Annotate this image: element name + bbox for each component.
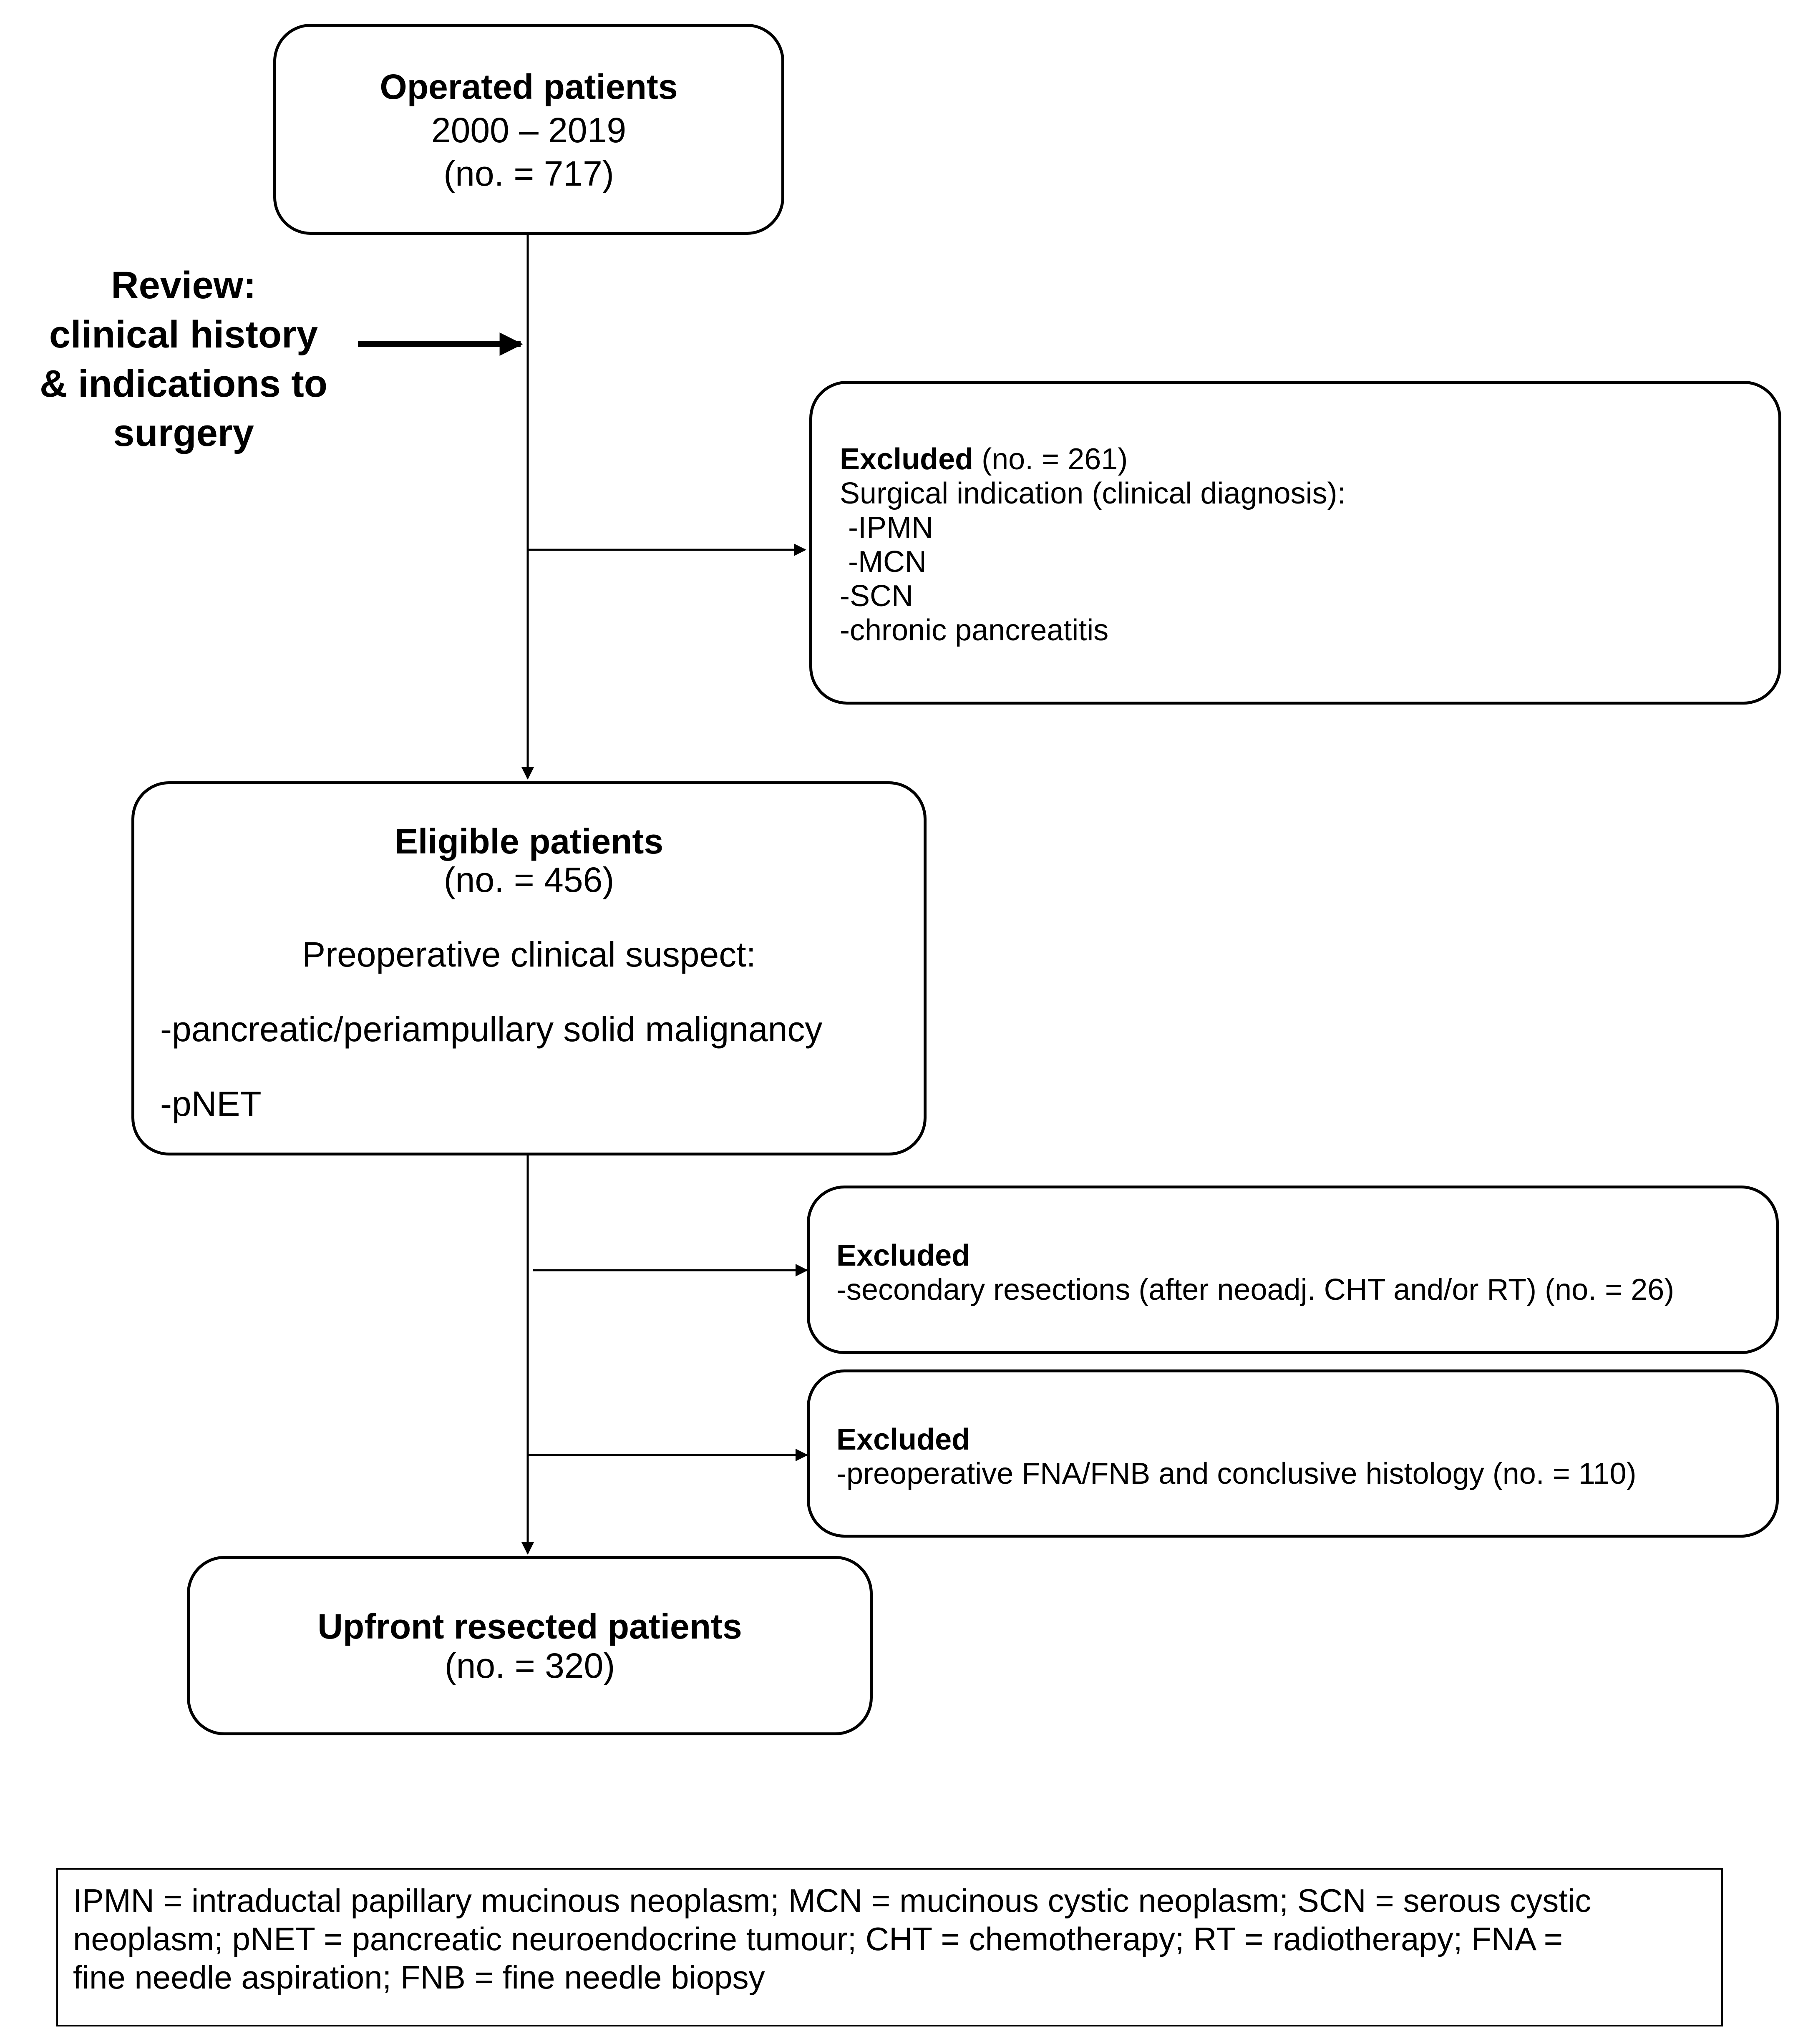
review-label: Review: clinical history & indications t… — [13, 261, 355, 458]
excluded-3-title: Excluded — [836, 1423, 970, 1456]
excluded-2-text: -secondary resections (after neoadj. CHT… — [836, 1273, 1675, 1306]
eligible-box-subtitle: Preoperative clinical suspect: — [302, 935, 756, 974]
excluded-2-title: Excluded — [836, 1239, 970, 1272]
excluded-box-2: Excluded -secondary resections (after ne… — [807, 1186, 1779, 1354]
start-box: Operated patients 2000 – 2019 (no. = 717… — [273, 24, 784, 235]
eligible-box-count: (no. = 456) — [443, 860, 614, 899]
excluded-box-1: Excluded (no. = 261) Surgical indication… — [809, 381, 1781, 705]
legend-line-2: neoplasm; pNET = pancreatic neuroendocri… — [73, 1921, 1563, 1957]
excluded-1-item: -IPMN — [840, 511, 933, 544]
start-box-count: (no. = 717) — [443, 154, 614, 193]
final-box-count: (no. = 320) — [444, 1646, 615, 1685]
review-label-line-4: surgery — [113, 412, 254, 454]
excluded-1-subtitle: Surgical indication (clinical diagnosis)… — [840, 477, 1346, 510]
excluded-1-count: (no. = 261) — [973, 443, 1128, 476]
excluded-1-title: Excluded — [840, 443, 974, 476]
start-box-title: Operated patients — [380, 67, 678, 106]
legend-line-3: fine needle aspiration; FNB = fine needl… — [73, 1959, 765, 1996]
start-box-years: 2000 – 2019 — [431, 111, 627, 150]
excluded-box-3: Excluded -preoperative FNA/FNB and concl… — [807, 1369, 1779, 1538]
review-label-line-2: clinical history — [49, 313, 318, 356]
final-box-title: Upfront resected patients — [317, 1607, 742, 1646]
abbreviations-legend: IPMN = intraductal papillary mucinous ne… — [56, 1868, 1723, 2026]
final-box: Upfront resected patients (no. = 320) — [187, 1556, 873, 1735]
eligible-box-item: -pancreatic/periampullary solid malignan… — [160, 1009, 823, 1049]
excluded-1-item: -MCN — [840, 545, 927, 579]
excluded-1-item: -chronic pancreatitis — [840, 614, 1109, 647]
excluded-3-text: -preoperative FNA/FNB and conclusive his… — [836, 1457, 1637, 1490]
excluded-1-item: -SCN — [840, 579, 913, 613]
review-label-line-3: & indications to — [40, 362, 327, 405]
review-label-line-1: Review: — [111, 264, 256, 307]
eligible-box-item: -pNET — [160, 1084, 262, 1123]
eligible-box-title: Eligible patients — [394, 822, 664, 861]
eligible-box: Eligible patients (no. = 456) Preoperati… — [131, 781, 927, 1155]
legend-line-1: IPMN = intraductal papillary mucinous ne… — [73, 1882, 1591, 1919]
